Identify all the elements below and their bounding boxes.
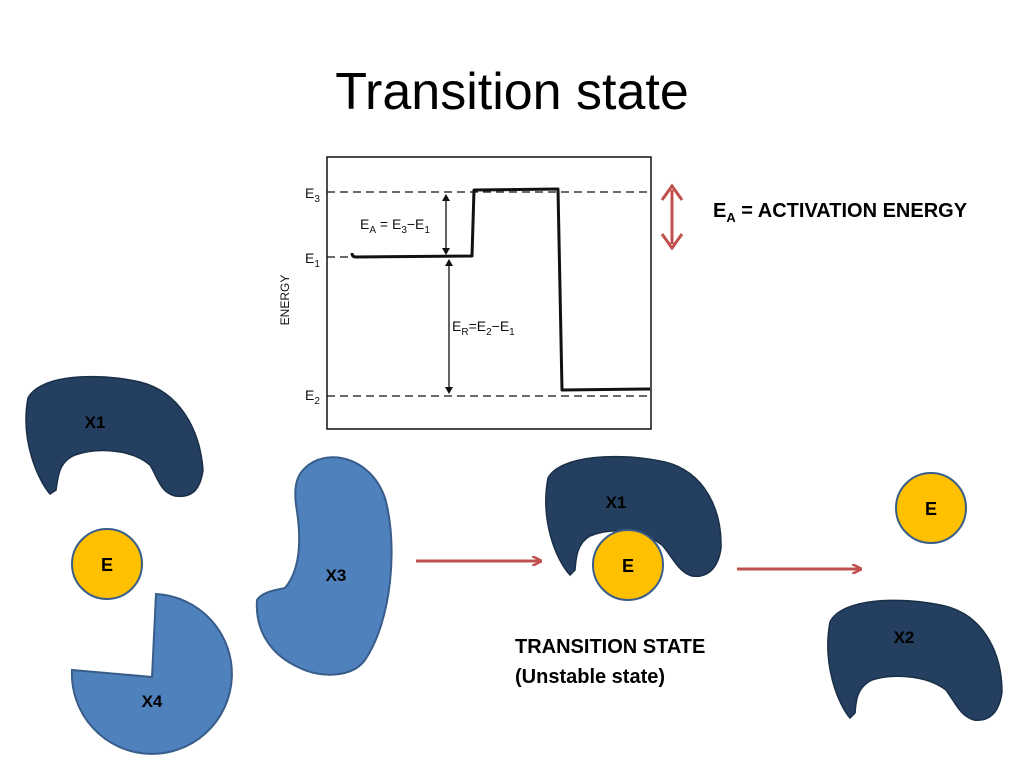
molecule-x1-transition: X1 — [545, 455, 722, 578]
transition-state-line2: (Unstable state) — [515, 666, 666, 688]
label-e2: E2 — [305, 387, 320, 407]
transition-state-line1: TRANSITION STATE — [515, 636, 706, 658]
activation-double-arrow — [660, 183, 684, 251]
enzyme-e-left: E — [71, 528, 143, 600]
e-middle-label: E — [622, 556, 634, 576]
transition-state-caption: TRANSITION STATE (Unstable state) — [515, 632, 705, 692]
activation-energy-definition: EA = ACTIVATION ENERGY — [713, 200, 967, 225]
molecule-x4: X4 — [70, 592, 233, 755]
energy-profile-line — [350, 187, 651, 392]
molecule-x1-left: X1 — [25, 375, 204, 498]
ea-sub: A — [726, 210, 736, 225]
e-right-label: E — [925, 499, 937, 519]
e-left-label: E — [101, 555, 113, 575]
ea-rest: = ACTIVATION ENERGY — [735, 200, 968, 222]
x1-left-label: X1 — [85, 413, 106, 432]
enzyme-e-middle: E — [592, 529, 664, 601]
label-e3: E3 — [305, 185, 320, 205]
x2-label: X2 — [894, 628, 915, 647]
enzyme-e-right: E — [895, 472, 967, 544]
er-formula: ER=E2−E1 — [452, 318, 515, 338]
x1-transition-label: X1 — [606, 493, 627, 512]
ea-main: E — [713, 200, 727, 222]
slide-title: Transition state — [335, 63, 689, 121]
molecule-x2: X2 — [827, 599, 1003, 722]
energy-axis-label: ENERGY — [278, 275, 292, 326]
energy-diagram: ENERGY E3 E1 E2 EA = E3−E1 ER=E2−E1 — [278, 156, 652, 430]
label-e1: E1 — [305, 250, 320, 270]
x4-label: X4 — [142, 692, 163, 711]
molecule-x3: X3 — [255, 456, 393, 676]
x3-label: X3 — [326, 566, 347, 585]
ea-formula: EA = E3−E1 — [360, 216, 430, 236]
plot-frame — [326, 156, 652, 430]
